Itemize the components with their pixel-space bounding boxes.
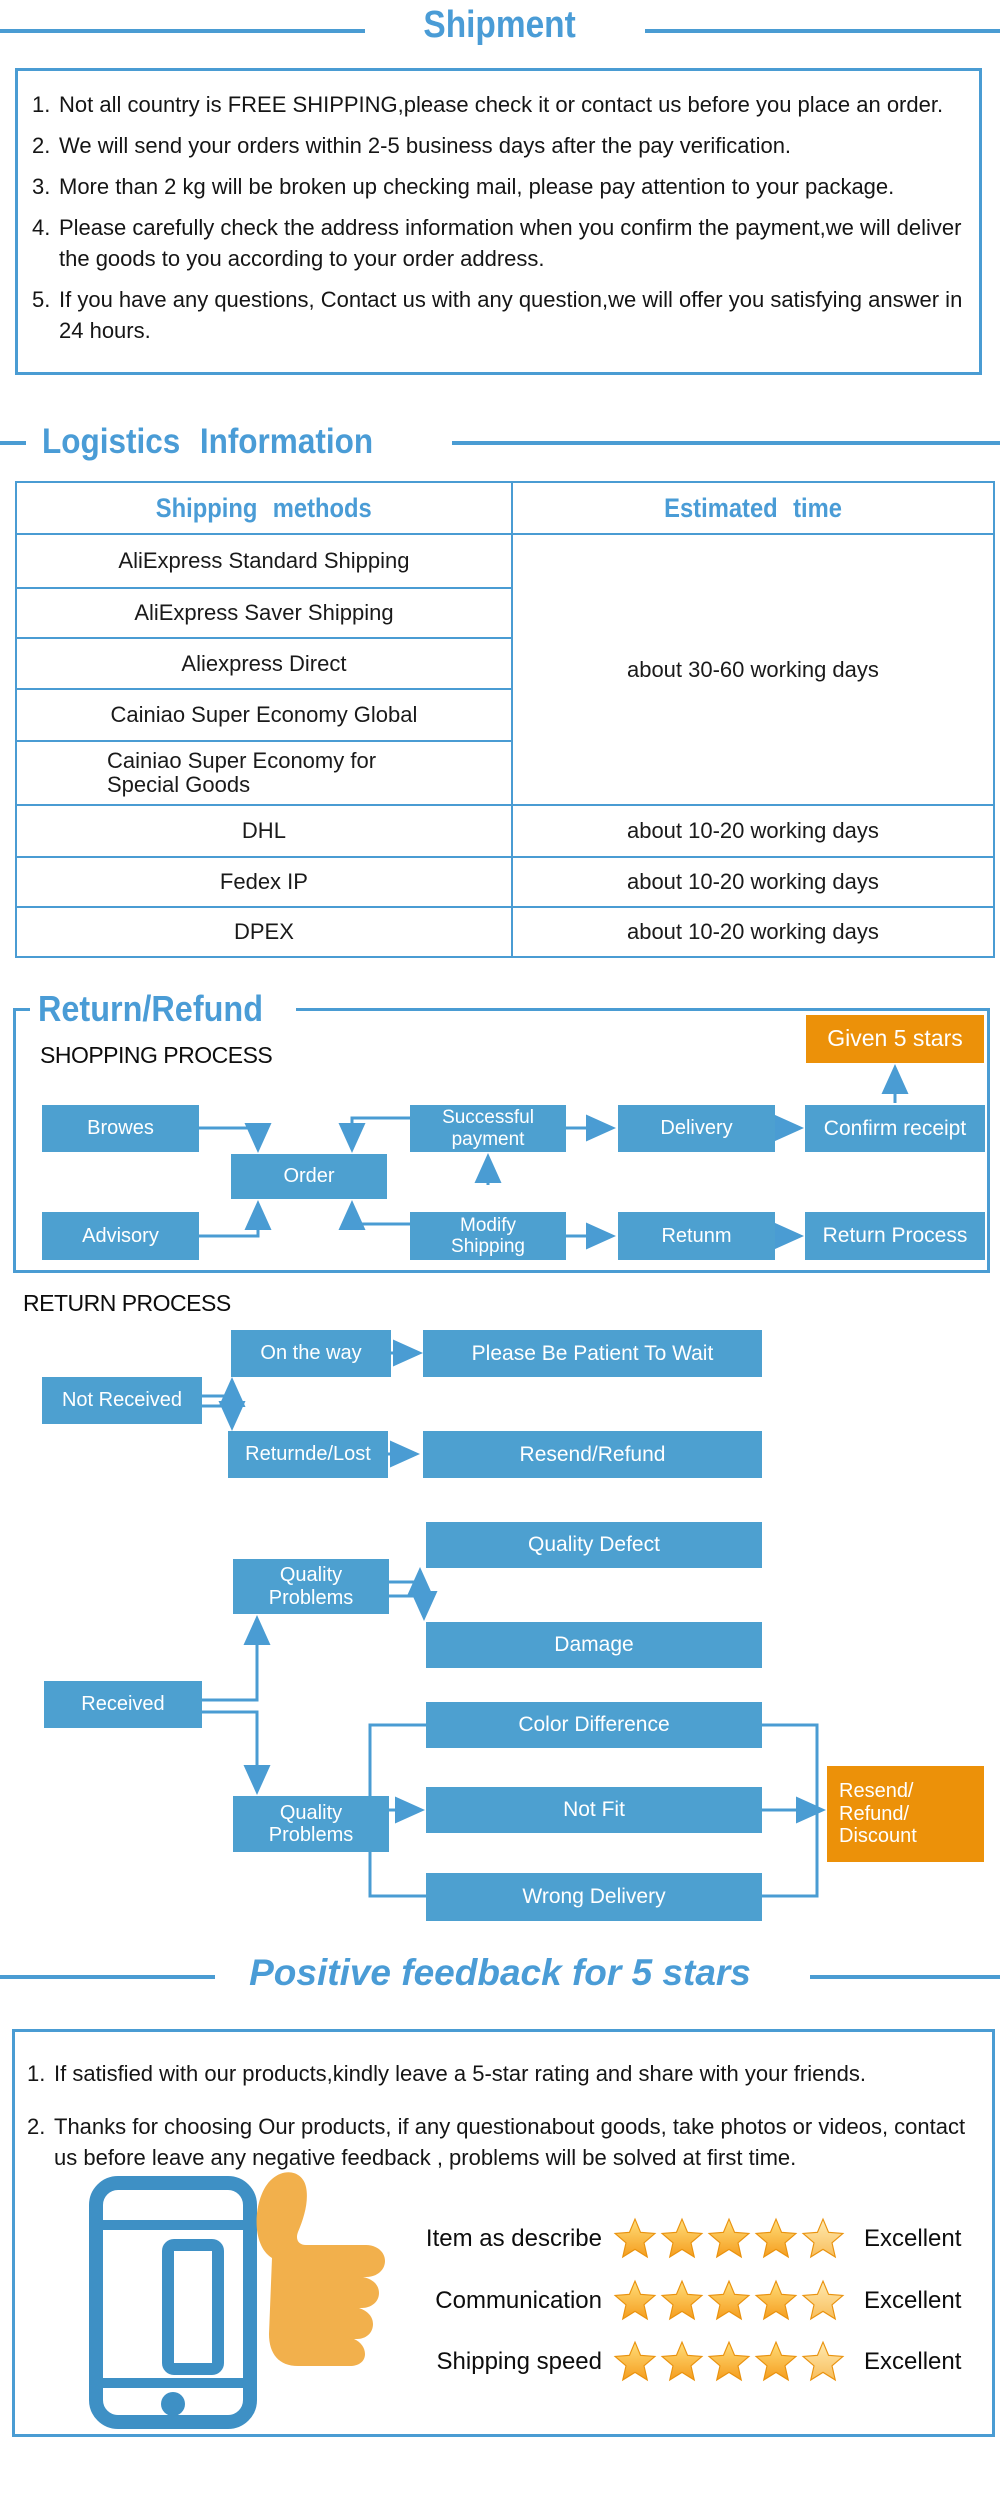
list-item: 2. We will send your orders within 2-5 b… <box>32 133 792 158</box>
rating-label: Communication <box>435 2287 602 2314</box>
rating-label: Item as describe <box>425 2225 602 2252</box>
list-item: 1. If satisfied with our products,kindly… <box>27 2061 866 2086</box>
thumbs-up-icon <box>256 2172 385 2366</box>
estimated-time-cell: about 10-20 working days <box>510 856 996 908</box>
flow-node-please-be-patient: Please Be Patient To Wait <box>423 1330 762 1377</box>
divider-line <box>0 29 365 33</box>
flow-node-damage: Damage <box>426 1622 762 1668</box>
shipment-title: Shipment <box>423 4 577 46</box>
flow-node-wrong-delivery: Wrong Delivery <box>426 1873 762 1921</box>
flow-node-quality-defect: Quality Defect <box>426 1522 762 1568</box>
rating-grade: Excellent <box>864 2287 962 2314</box>
shipping-method-cell: AliExpress Saver Shipping <box>15 587 513 639</box>
flow-node-given-5-stars: Given 5 stars <box>806 1015 984 1063</box>
shipping-method-cell: Aliexpress Direct <box>15 637 513 690</box>
flow-node-received: Received <box>44 1681 202 1728</box>
table-row: Cainiao Super Economy Global <box>15 688 994 742</box>
flow-node-delivery: Delivery <box>618 1105 775 1152</box>
shipping-method-cell: DHL <box>15 804 513 858</box>
table-row: Cainiao Super Economy for Special Goods <box>15 740 994 806</box>
shipping-method-cell: Cainiao Super Economy for Special Goods <box>15 740 513 806</box>
shipment-notes-list: 1. Not all country is FREE SHIPPING,plea… <box>18 71 979 346</box>
table-row: DHL about 10-20 working days <box>15 804 996 858</box>
table-row: DPEX about 10-20 working days <box>15 906 996 958</box>
table-header-row: Shipping methods Estimated time <box>15 481 996 535</box>
list-item: 2. Thanks for choosing Our products, if … <box>27 2114 966 2170</box>
divider-line <box>452 441 1000 445</box>
shipping-method-cell: Cainiao Super Economy Global <box>15 688 513 742</box>
flow-node-returnde-lost: Returnde/Lost <box>228 1431 388 1478</box>
table-row: AliExpress Saver Shipping <box>15 587 994 639</box>
flow-node-retunm: Retunm <box>618 1212 775 1260</box>
flow-node-advisory: Advisory <box>42 1212 199 1260</box>
rating-label: Shipping speed <box>436 2348 602 2375</box>
shopping-process-label: SHOPPING PROCESS <box>40 1042 273 1068</box>
return-process-label: RETURN PROCESS <box>23 1290 231 1316</box>
flow-node-confirm-receipt: Confirm receipt <box>805 1105 985 1152</box>
shipping-method-cell: AliExpress Standard Shipping <box>15 533 513 589</box>
positive-feedback-title: Positive feedback for 5 stars <box>249 1952 751 1993</box>
estimated-time-cell: about 30-60 working days <box>510 533 996 806</box>
divider-line <box>810 1975 1000 1979</box>
list-item: 1. Not all country is FREE SHIPPING,plea… <box>32 92 944 117</box>
logistics-table: Shipping methods Estimated time AliExpre… <box>15 481 996 958</box>
flow-node-quality-problems-bottom: Quality Problems <box>233 1796 389 1852</box>
rating-grade: Excellent <box>864 2225 962 2252</box>
table-row: Aliexpress Direct <box>15 637 994 690</box>
flow-node-modify-shipping: Modify Shipping <box>410 1212 566 1260</box>
list-item: 5. If you have any questions, Contact us… <box>32 287 963 343</box>
divider-line <box>0 441 26 445</box>
shipping-method-cell: Fedex IP <box>15 856 513 908</box>
flow-node-order: Order <box>231 1154 387 1199</box>
flow-node-browes: Browes <box>42 1105 199 1152</box>
flow-node-not-received: Not Received <box>42 1377 202 1424</box>
flow-node-color-difference: Color Difference <box>426 1702 762 1748</box>
flow-node-return-process: Return Process <box>805 1212 985 1260</box>
flow-node-not-fit: Not Fit <box>426 1787 762 1833</box>
flow-node-quality-problems-top: Quality Problems <box>233 1559 389 1614</box>
rating-grade: Excellent <box>864 2348 962 2375</box>
flow-node-on-the-way: On the way <box>231 1330 391 1377</box>
estimated-time-cell: about 10-20 working days <box>510 804 996 858</box>
col-header-shipping-methods: Shipping methods <box>155 492 372 523</box>
estimated-time-cell: about 10-20 working days <box>510 906 996 958</box>
flow-node-resend-refund-discount: Resend/ Refund/ Discount <box>827 1766 984 1862</box>
col-header-estimated-time: Estimated time <box>664 492 842 523</box>
list-item: 3. More than 2 kg will be broken up chec… <box>32 174 895 199</box>
shipping-method-cell: DPEX <box>15 906 513 958</box>
table-row: AliExpress Standard Shipping about 30-60… <box>15 533 996 806</box>
list-item: 4. Please carefully check the address in… <box>32 215 962 271</box>
phone-icon <box>89 2176 257 2429</box>
divider-line <box>645 29 1000 33</box>
divider-line <box>0 1975 215 1979</box>
return-refund-title: Return/Refund <box>30 988 296 1030</box>
flow-node-successful-payment: Successful payment <box>410 1105 566 1152</box>
shipment-notes-box: 1. Not all country is FREE SHIPPING,plea… <box>15 68 982 375</box>
table-row: Fedex IP about 10-20 working days <box>15 856 996 908</box>
logistics-title: Logistics Information <box>42 422 374 461</box>
flow-node-resend-refund: Resend/Refund <box>423 1431 762 1478</box>
